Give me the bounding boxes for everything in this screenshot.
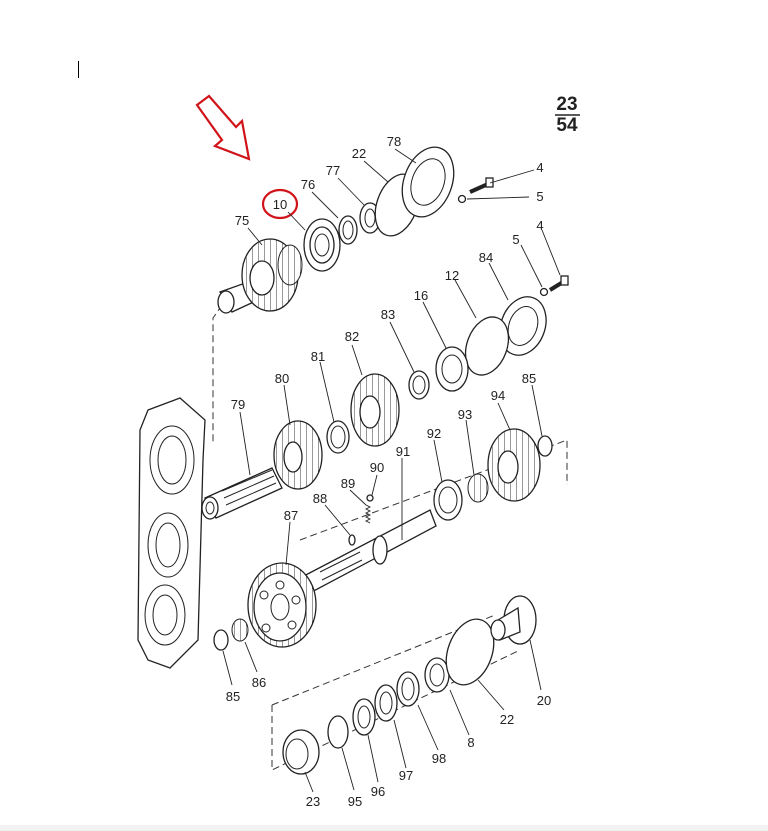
label-4-right: 4 xyxy=(536,218,543,233)
label-22-top: 22 xyxy=(352,146,366,161)
label-91: 91 xyxy=(396,444,410,459)
label-85-top: 85 xyxy=(522,371,536,386)
gear-87 xyxy=(247,562,317,648)
page-ref-top: 23 xyxy=(556,94,577,115)
shim-97 xyxy=(374,684,398,722)
label-89: 89 xyxy=(341,476,355,491)
shim-95 xyxy=(327,715,349,749)
label-5-top: 5 xyxy=(536,189,543,204)
ring-85-top xyxy=(537,435,553,457)
bolt-4-top xyxy=(469,177,494,194)
label-10: 10 xyxy=(273,197,287,212)
coupling-92 xyxy=(433,479,463,521)
label-98: 98 xyxy=(432,751,446,766)
label-12: 12 xyxy=(445,268,459,283)
label-97: 97 xyxy=(399,768,413,783)
label-75: 75 xyxy=(235,213,249,228)
page-reference: 23 54 xyxy=(555,94,580,136)
page-ref-bottom: 54 xyxy=(556,115,578,136)
flange-20 xyxy=(490,595,537,645)
washer-5-top xyxy=(457,194,467,204)
label-22-bottom: 22 xyxy=(500,712,514,727)
label-4-top: 4 xyxy=(536,160,543,175)
label-83: 83 xyxy=(381,307,395,322)
gear-82 xyxy=(350,373,400,447)
callout-leaders xyxy=(222,148,561,793)
label-79: 79 xyxy=(231,397,245,412)
gasket-12 xyxy=(464,316,510,376)
bearing-8 xyxy=(424,657,450,693)
shaft-91 xyxy=(297,509,437,596)
label-80: 80 xyxy=(275,371,289,386)
ring-76 xyxy=(338,215,358,245)
label-23: 23 xyxy=(306,794,320,809)
label-92: 92 xyxy=(427,426,441,441)
gear-94 xyxy=(487,428,541,502)
cover-84 xyxy=(499,296,547,356)
bearing-10 xyxy=(303,218,341,272)
callout-labels: 78 22 77 76 10 75 4 5 4 5 84 12 16 83 82… xyxy=(226,134,551,809)
ball-90 xyxy=(366,494,374,502)
label-82: 82 xyxy=(345,329,359,344)
label-84: 84 xyxy=(479,250,493,265)
label-88: 88 xyxy=(313,491,327,506)
label-90: 90 xyxy=(370,460,384,475)
highlight-circle-10 xyxy=(261,188,299,220)
spring-89 xyxy=(364,504,372,524)
label-95: 95 xyxy=(348,794,362,809)
ring-81 xyxy=(326,420,350,454)
bearing-16 xyxy=(435,346,469,392)
label-87: 87 xyxy=(284,508,298,523)
label-81: 81 xyxy=(311,349,325,364)
shim-96 xyxy=(352,698,376,736)
text-cursor xyxy=(78,61,79,78)
ring-83 xyxy=(408,370,430,400)
gear-80 xyxy=(273,420,323,490)
washer-5-right xyxy=(539,287,549,297)
gasket-22-bottom xyxy=(445,618,495,686)
label-85-bottom: 85 xyxy=(226,689,240,704)
label-94: 94 xyxy=(491,388,505,403)
ring-85-bottom xyxy=(213,629,229,651)
label-20: 20 xyxy=(537,693,551,708)
pin-88 xyxy=(348,534,356,546)
shaft-79 xyxy=(201,467,283,520)
bottom-strip xyxy=(0,825,768,831)
shim-98 xyxy=(396,671,420,707)
label-77: 77 xyxy=(326,163,340,178)
label-86: 86 xyxy=(252,675,266,690)
gearbox-housing xyxy=(137,397,206,669)
bearing-86 xyxy=(231,618,249,642)
cover-78 xyxy=(401,146,455,218)
label-16: 16 xyxy=(414,288,428,303)
label-8: 8 xyxy=(467,735,474,750)
bearing-93 xyxy=(467,473,489,503)
label-5-right: 5 xyxy=(512,232,519,247)
label-78: 78 xyxy=(387,134,401,149)
label-76: 76 xyxy=(301,177,315,192)
label-93: 93 xyxy=(458,407,472,422)
label-96: 96 xyxy=(371,784,385,799)
red-arrow-icon xyxy=(195,94,251,161)
bearing-23 xyxy=(282,729,320,775)
shaft-gear-75 xyxy=(217,238,303,314)
bolt-4-right xyxy=(548,275,569,292)
